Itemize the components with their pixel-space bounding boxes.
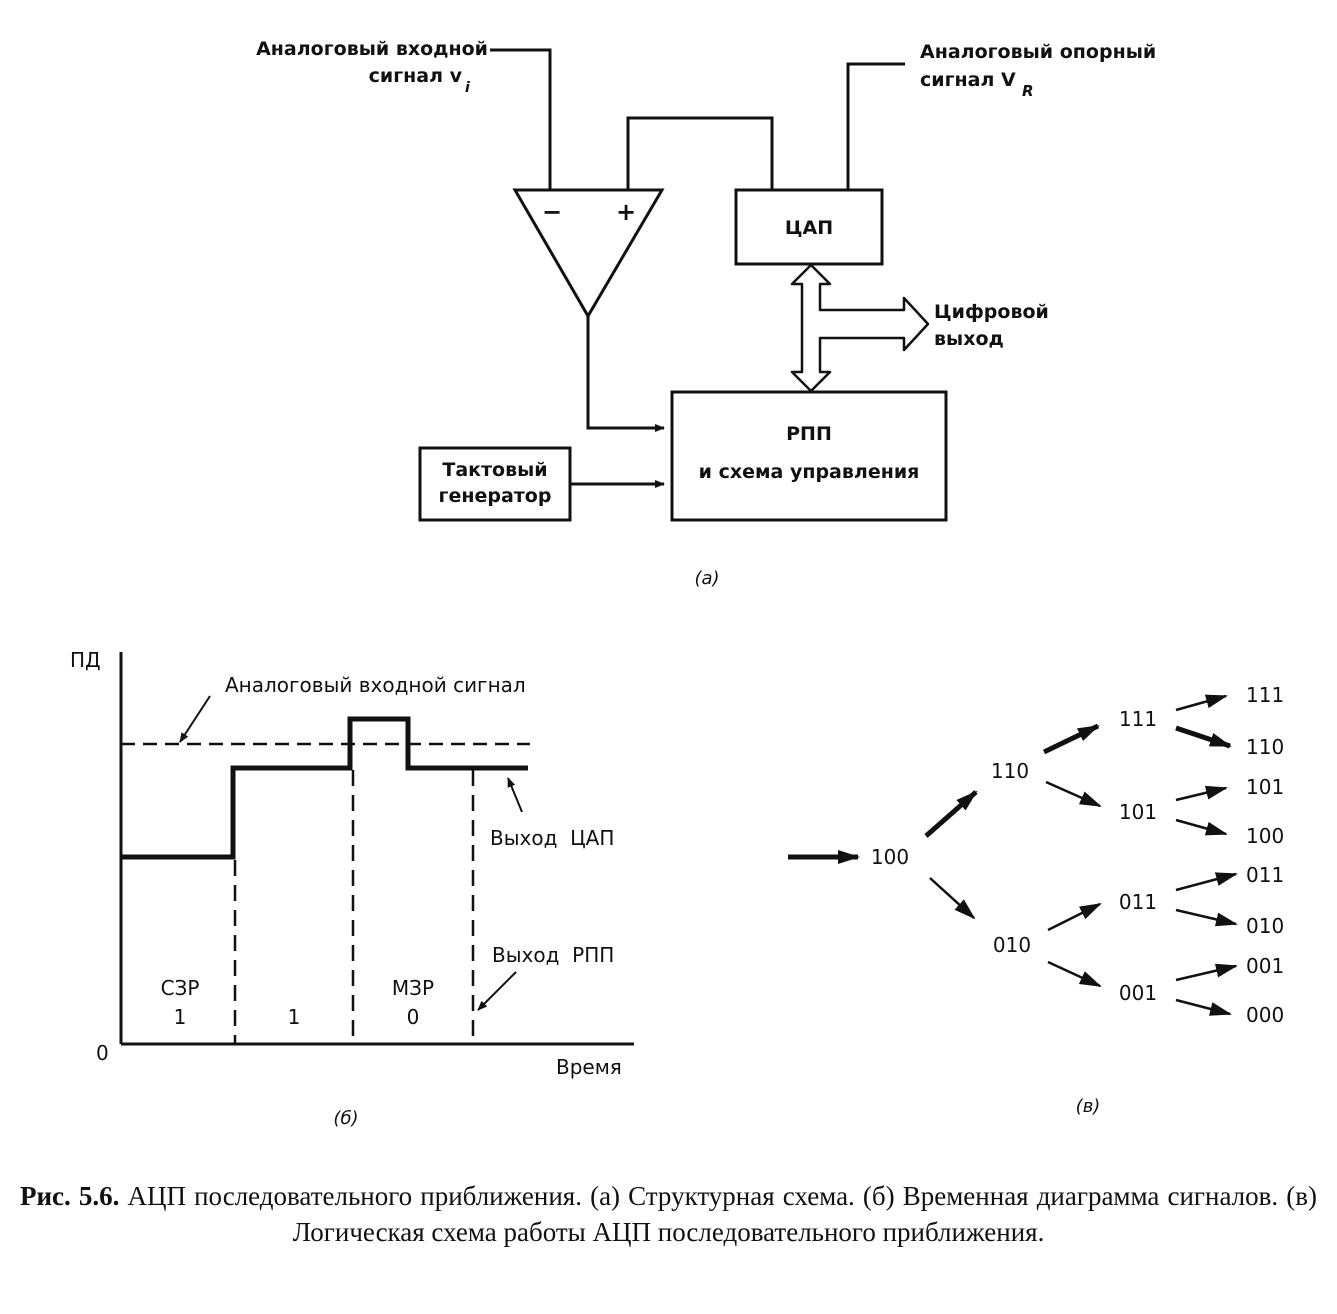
clock-label-line2: генератор — [439, 485, 552, 507]
msb-label: СЗР — [161, 976, 200, 1000]
tree-arrow-010-011 — [1047, 902, 1102, 932]
analog-input-label: Аналоговый входной сигнал — [225, 673, 526, 697]
origin-label: 0 — [96, 1041, 109, 1065]
comparator-to-dac-wire — [626, 116, 774, 190]
dac-output-pointer — [507, 777, 523, 813]
input-label-line1: Аналоговый входной — [256, 38, 488, 60]
tree-arrow-110-101 — [1045, 780, 1102, 808]
dac-label: ЦАП — [785, 217, 833, 239]
comparator-plus-sign: + — [616, 198, 636, 226]
dac-box — [734, 188, 884, 266]
reference-label-subscript: R — [1022, 82, 1034, 100]
tree-node-l2-2: 011 — [1119, 890, 1157, 914]
part-b-label: (б) — [333, 1108, 358, 1129]
analog-input-pointer — [179, 695, 211, 743]
tree-arrow-100-010 — [929, 877, 976, 920]
tree-arrow-111-111 — [1175, 694, 1228, 712]
tree-node-root: 100 — [871, 845, 909, 869]
reference-label-line1: Аналоговый опорный — [920, 41, 1156, 63]
dac-output-label: Выход ЦАП — [490, 826, 614, 850]
bit2-value: 1 — [288, 1005, 301, 1029]
tree-leaf-4: 011 — [1246, 863, 1284, 887]
sar-label-line1: РПП — [786, 423, 832, 445]
tree-leaf-2: 101 — [1246, 775, 1284, 799]
block-diagram — [418, 48, 948, 522]
digital-output-label-line1: Цифровой — [934, 301, 1049, 323]
comparator-minus-sign: − — [542, 198, 562, 226]
comparator-to-sar-wire — [586, 316, 665, 432]
tree-leaf-0: 111 — [1246, 683, 1284, 707]
tree-node-l1-1: 010 — [993, 933, 1031, 957]
timing-diagram-labels: ПД 0 Время Аналоговый входной сигнал Вых… — [70, 648, 622, 1129]
tree-leaf-7: 000 — [1246, 1003, 1284, 1027]
tree-arrow-001-001 — [1175, 963, 1238, 982]
tree-leaf-5: 010 — [1246, 914, 1284, 938]
decision-tree — [788, 694, 1238, 1016]
tree-arrow-101-100 — [1175, 818, 1228, 836]
block-diagram-labels: Аналоговый входной сигнал v i Аналоговый… — [256, 38, 1156, 589]
lsb-label: МЗР — [392, 976, 434, 1000]
decision-tree-labels: 100 110 010 111 101 011 001 111 110 101 … — [871, 683, 1284, 1117]
tree-arrow-011-011 — [1175, 872, 1238, 892]
tree-arrow-110-111 — [1042, 723, 1100, 755]
tree-leaf-3: 100 — [1246, 824, 1284, 848]
lsb-value: 0 — [407, 1005, 420, 1029]
tree-leaf-1: 110 — [1246, 735, 1284, 759]
sar-output-label: Выход РПП — [492, 943, 614, 967]
reference-wire — [846, 62, 905, 190]
tree-node-l2-0: 111 — [1119, 707, 1157, 731]
tree-node-l1-0: 110 — [991, 759, 1029, 783]
caption-text: АЦП последовательного приближения. (а) С… — [119, 1181, 1317, 1247]
tree-arrow-010-001 — [1047, 960, 1102, 988]
clock-label-line1: Тактовый — [442, 459, 547, 481]
tree-arrow-011-010 — [1175, 908, 1238, 927]
input-label-line2: сигнал v — [369, 65, 463, 87]
tree-arrow-100-110 — [924, 790, 978, 838]
sar-label-line2: и схема управления — [699, 461, 920, 483]
input-wire — [490, 48, 552, 190]
tree-arrow-111-110 — [1175, 725, 1232, 749]
tree-arrow-101-101 — [1175, 785, 1228, 802]
y-axis-label: ПД — [70, 648, 101, 672]
dac-output-step-line — [121, 716, 528, 860]
msb-value: 1 — [174, 1005, 187, 1029]
digital-bus-arrow — [790, 263, 930, 393]
digital-output-label-line2: выход — [934, 328, 1004, 350]
tree-node-l2-1: 101 — [1119, 800, 1157, 824]
tree-leaf-6: 001 — [1246, 954, 1284, 978]
caption-prefix: Рис. 5.6. — [20, 1181, 120, 1211]
comparator-triangle — [512, 188, 665, 319]
timing-diagram — [119, 652, 634, 1046]
tree-arrow-001-000 — [1175, 998, 1232, 1016]
input-label-subscript: i — [465, 80, 470, 96]
x-axis-label: Время — [556, 1055, 622, 1079]
sar-box — [670, 390, 948, 522]
part-c-label: (в) — [1076, 1096, 1101, 1117]
tree-node-l2-3: 001 — [1119, 981, 1157, 1005]
reference-label-line2: сигнал V — [920, 69, 1016, 91]
part-a-label: (a) — [694, 568, 719, 589]
figure-caption: Рис. 5.6. АЦП последовательного приближе… — [20, 1178, 1317, 1250]
sar-output-pointer — [477, 971, 517, 1011]
